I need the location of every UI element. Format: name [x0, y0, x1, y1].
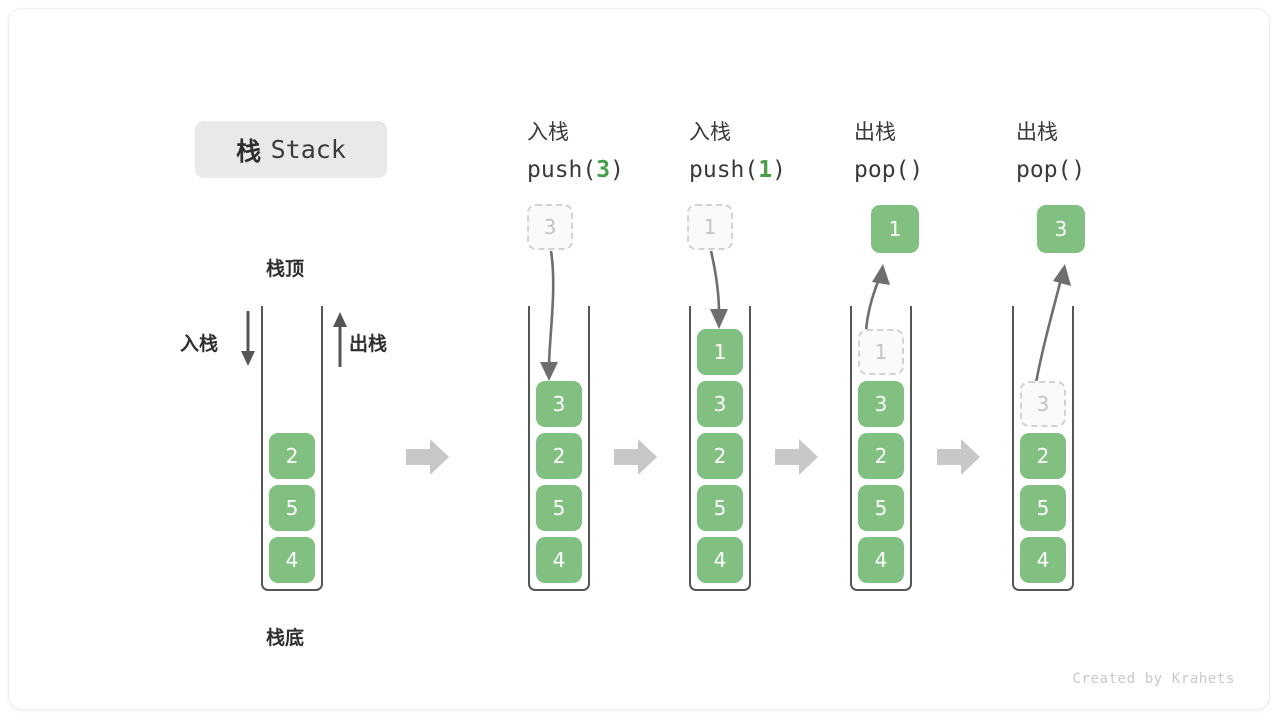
- column-header-pop-1: 出栈 pop(): [854, 113, 923, 189]
- stack-cell: 5: [269, 485, 315, 531]
- code-prefix: pop(: [854, 157, 910, 183]
- stack-container-pop-3: [1012, 306, 1074, 591]
- column-header-code: pop(): [854, 151, 923, 189]
- stack-cell: 3: [697, 381, 743, 427]
- diagram-canvas: 栈 Stack 栈顶 栈底 入栈 出栈 2 5 4 入栈 push(3) 3 3…: [8, 8, 1270, 710]
- stack-container-push-3: [528, 306, 590, 591]
- title-en: Stack: [270, 135, 346, 164]
- diagram-title-chip: 栈 Stack: [195, 121, 387, 178]
- flow-arrow-icon: [937, 439, 980, 475]
- code-suffix: ): [610, 157, 624, 183]
- label-stack-bottom: 栈底: [266, 627, 305, 649]
- label-stack-top: 栈顶: [266, 258, 305, 280]
- stack-cell-ghost: 1: [858, 329, 904, 375]
- label-push-side: 入栈: [180, 333, 219, 355]
- code-suffix: ): [909, 157, 924, 183]
- stack-cell: 2: [269, 433, 315, 479]
- column-header-push-3: 入栈 push(3): [527, 113, 624, 189]
- column-header-cn: 出栈: [1016, 120, 1058, 144]
- watermark-text: Created by Krahets: [1072, 671, 1235, 687]
- column-header-push-1: 入栈 push(1): [689, 113, 786, 189]
- incoming-ghost-cell: 1: [687, 204, 733, 250]
- stack-cell: 2: [858, 433, 904, 479]
- stack-cell: 2: [536, 433, 582, 479]
- stack-container-pop-1: [850, 306, 912, 591]
- label-pop-side: 出栈: [349, 333, 388, 355]
- code-arg: 1: [758, 157, 773, 183]
- stack-cell: 5: [536, 485, 582, 531]
- stack-cell: 4: [269, 537, 315, 583]
- stack-cell: 2: [697, 433, 743, 479]
- stack-cell: 4: [858, 537, 904, 583]
- pop-direction-arrow-icon: [333, 312, 347, 367]
- stack-cell: 2: [1020, 433, 1066, 479]
- code-suffix: ): [772, 157, 786, 183]
- stack-cell: 5: [697, 485, 743, 531]
- flow-arrow-icon: [614, 439, 657, 475]
- code-prefix: push(: [527, 157, 597, 183]
- column-header-code: push(3): [527, 151, 624, 189]
- stack-cell: 3: [858, 381, 904, 427]
- push-curve-arrow-icon: [709, 250, 728, 329]
- stack-cell: 4: [1020, 537, 1066, 583]
- code-prefix: push(: [689, 157, 759, 183]
- column-header-code: push(1): [689, 151, 786, 189]
- stack-cell: 3: [536, 381, 582, 427]
- stack-cell-ghost: 3: [1020, 381, 1066, 427]
- code-prefix: pop(: [1016, 157, 1072, 183]
- stack-container-initial: [261, 306, 323, 591]
- code-arg: 3: [596, 157, 611, 183]
- popped-cell: 3: [1037, 205, 1085, 253]
- stack-cell: 4: [697, 537, 743, 583]
- stack-cell: 1: [697, 329, 743, 375]
- stack-container-push-1: [689, 306, 751, 591]
- column-header-cn: 入栈: [527, 120, 569, 144]
- push-direction-arrow-icon: [241, 311, 255, 366]
- flow-arrow-icon: [775, 439, 818, 475]
- column-header-code: pop(): [1016, 151, 1085, 189]
- popped-cell: 1: [871, 205, 919, 253]
- stack-cell: 5: [858, 485, 904, 531]
- incoming-ghost-cell: 3: [527, 204, 573, 250]
- column-header-cn: 入栈: [689, 120, 731, 144]
- column-header-pop-3: 出栈 pop(): [1016, 113, 1085, 189]
- code-suffix: ): [1071, 157, 1086, 183]
- title-cn: 栈: [236, 136, 262, 166]
- flow-arrow-icon: [406, 439, 449, 475]
- push-curve-arrow-icon: [540, 250, 558, 381]
- stack-cell: 4: [536, 537, 582, 583]
- column-header-cn: 出栈: [854, 120, 896, 144]
- stack-cell: 5: [1020, 485, 1066, 531]
